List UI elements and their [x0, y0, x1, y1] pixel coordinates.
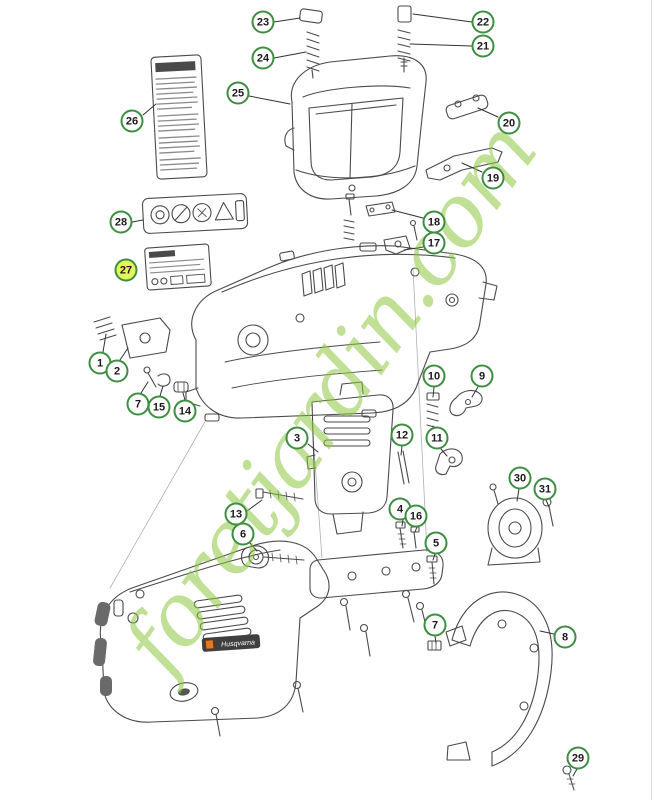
callout-19[interactable]: 19	[481, 166, 505, 190]
callout-10[interactable]: 10	[422, 364, 446, 388]
callout-16[interactable]: 16	[404, 504, 428, 528]
callout-3[interactable]: 3	[285, 426, 309, 450]
leader-lines	[102, 13, 578, 777]
callout-8[interactable]: 8	[553, 625, 577, 649]
callout-21[interactable]: 21	[471, 34, 495, 58]
callout-6[interactable]: 6	[231, 522, 255, 546]
callout-2[interactable]: 2	[105, 359, 129, 383]
tensioner-drawing	[240, 488, 305, 569]
callout-23[interactable]: 23	[251, 10, 275, 34]
callout-20[interactable]: 20	[497, 111, 521, 135]
callout-31[interactable]: 31	[533, 477, 557, 501]
brand-badge-text: Husqvarna	[221, 639, 255, 648]
callout-22[interactable]: 22	[471, 10, 495, 34]
screws-4-16-5-drawing	[395, 521, 438, 585]
callout-13[interactable]: 13	[224, 502, 248, 526]
product-label-27-drawing	[144, 243, 212, 291]
callout-27[interactable]: 27	[114, 258, 138, 282]
clutch-cover-drawing: Husqvarna	[93, 540, 444, 737]
callout-15[interactable]: 15	[147, 395, 171, 419]
projection-lines	[109, 267, 428, 589]
bracket-17-18-drawing	[343, 193, 418, 255]
callout-24[interactable]: 24	[251, 46, 275, 70]
round-cover-30-drawing	[487, 483, 554, 566]
callout-12[interactable]: 12	[390, 423, 414, 447]
callout-14[interactable]: 14	[173, 399, 197, 423]
callout-18[interactable]: 18	[422, 210, 446, 234]
callout-26[interactable]: 26	[120, 109, 144, 133]
part-19-drawing	[425, 147, 503, 181]
crankcase-drawing	[185, 242, 498, 422]
callout-30[interactable]: 30	[508, 466, 532, 490]
part-20-drawing	[445, 94, 489, 120]
callout-11[interactable]: 11	[425, 426, 449, 450]
safety-label-28-drawing	[141, 193, 249, 234]
callout-7[interactable]: 7	[126, 392, 150, 416]
callout-5[interactable]: 5	[424, 531, 448, 555]
callout-9[interactable]: 9	[470, 364, 494, 388]
callout-7[interactable]: 7	[423, 613, 447, 637]
screw-29-drawing	[562, 765, 576, 791]
callout-25[interactable]: 25	[226, 81, 250, 105]
callout-17[interactable]: 17	[422, 231, 446, 255]
inner-plate-drawing	[306, 381, 394, 535]
callout-28[interactable]: 28	[109, 210, 133, 234]
left-small-parts-drawing	[93, 316, 189, 393]
top-fasteners-drawing	[299, 5, 412, 79]
callout-29[interactable]: 29	[566, 746, 590, 770]
fuel-tank-drawing	[284, 55, 427, 200]
handle-guard-drawing	[339, 589, 553, 767]
warning-label-26-drawing	[150, 54, 208, 180]
